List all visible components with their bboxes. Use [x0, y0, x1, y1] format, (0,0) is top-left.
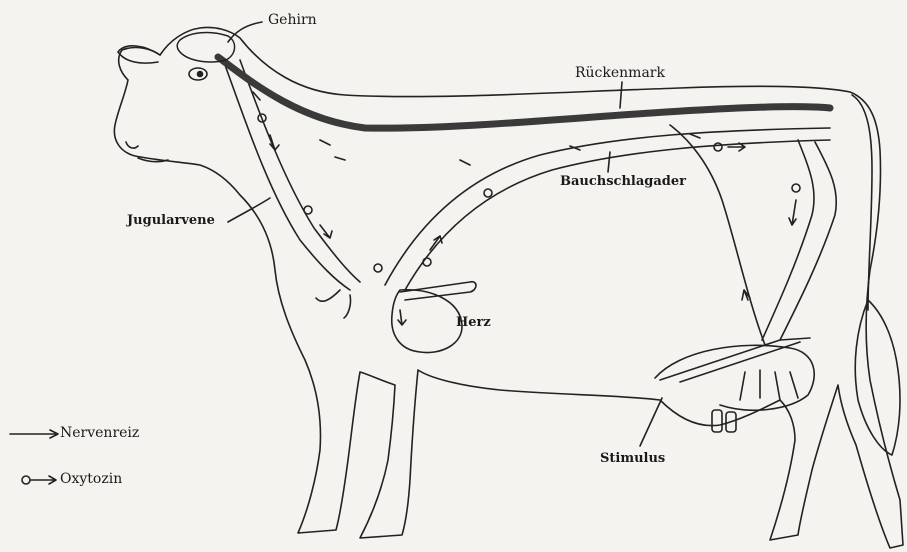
- label-spinal-cord: Rückenmark: [575, 66, 665, 80]
- legend-oxytocin-circle: [22, 476, 30, 484]
- abdominal-aorta: [385, 128, 830, 285]
- spinal-cord: [218, 57, 830, 128]
- legend-nerve-impulse: Nervenreiz: [60, 425, 139, 441]
- nostril: [126, 142, 138, 148]
- label-stimulus: Stimulus: [600, 452, 665, 465]
- label-brain: Gehirn: [268, 13, 317, 27]
- label-jugular-vein: Jugularvene: [127, 214, 215, 227]
- leader-stimulus: [640, 398, 662, 446]
- legend-oxytocin: Oxytozin: [60, 471, 122, 487]
- label-heart: Herz: [456, 316, 491, 329]
- leader-brain: [228, 22, 262, 42]
- leader-jugular: [228, 198, 270, 222]
- tail: [852, 95, 872, 310]
- brain: [177, 33, 234, 62]
- tail-tuft: [855, 300, 900, 455]
- legend-oxytocin-label: Oxytozin: [60, 471, 122, 487]
- nerve-path: [670, 125, 765, 345]
- label-abdominal-aorta: Bauchschlagader: [560, 175, 686, 188]
- leader-spinal: [620, 82, 622, 108]
- legend-oxytocin-arrow: [31, 476, 56, 484]
- legend-nerve-arrow: [10, 430, 58, 438]
- leader-aorta: [608, 152, 610, 172]
- legend-nerve-label: Nervenreiz: [60, 425, 139, 441]
